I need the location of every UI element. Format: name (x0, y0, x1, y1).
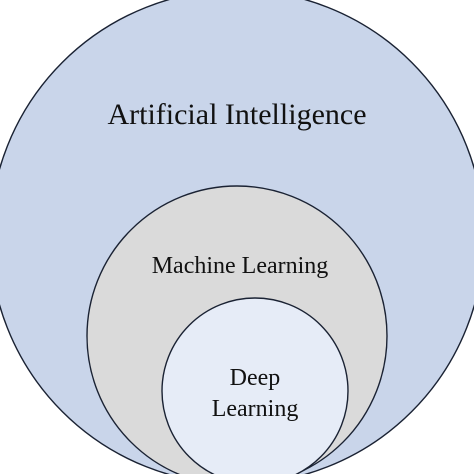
deep-learning-circle (161, 297, 349, 474)
machine-learning-label: Machine Learning (152, 253, 329, 279)
artificial-intelligence-label: Artificial Intelligence (107, 98, 366, 131)
deep-learning-label-line1: Deep (230, 365, 281, 391)
deep-learning-label-line2: Learning (212, 396, 299, 422)
